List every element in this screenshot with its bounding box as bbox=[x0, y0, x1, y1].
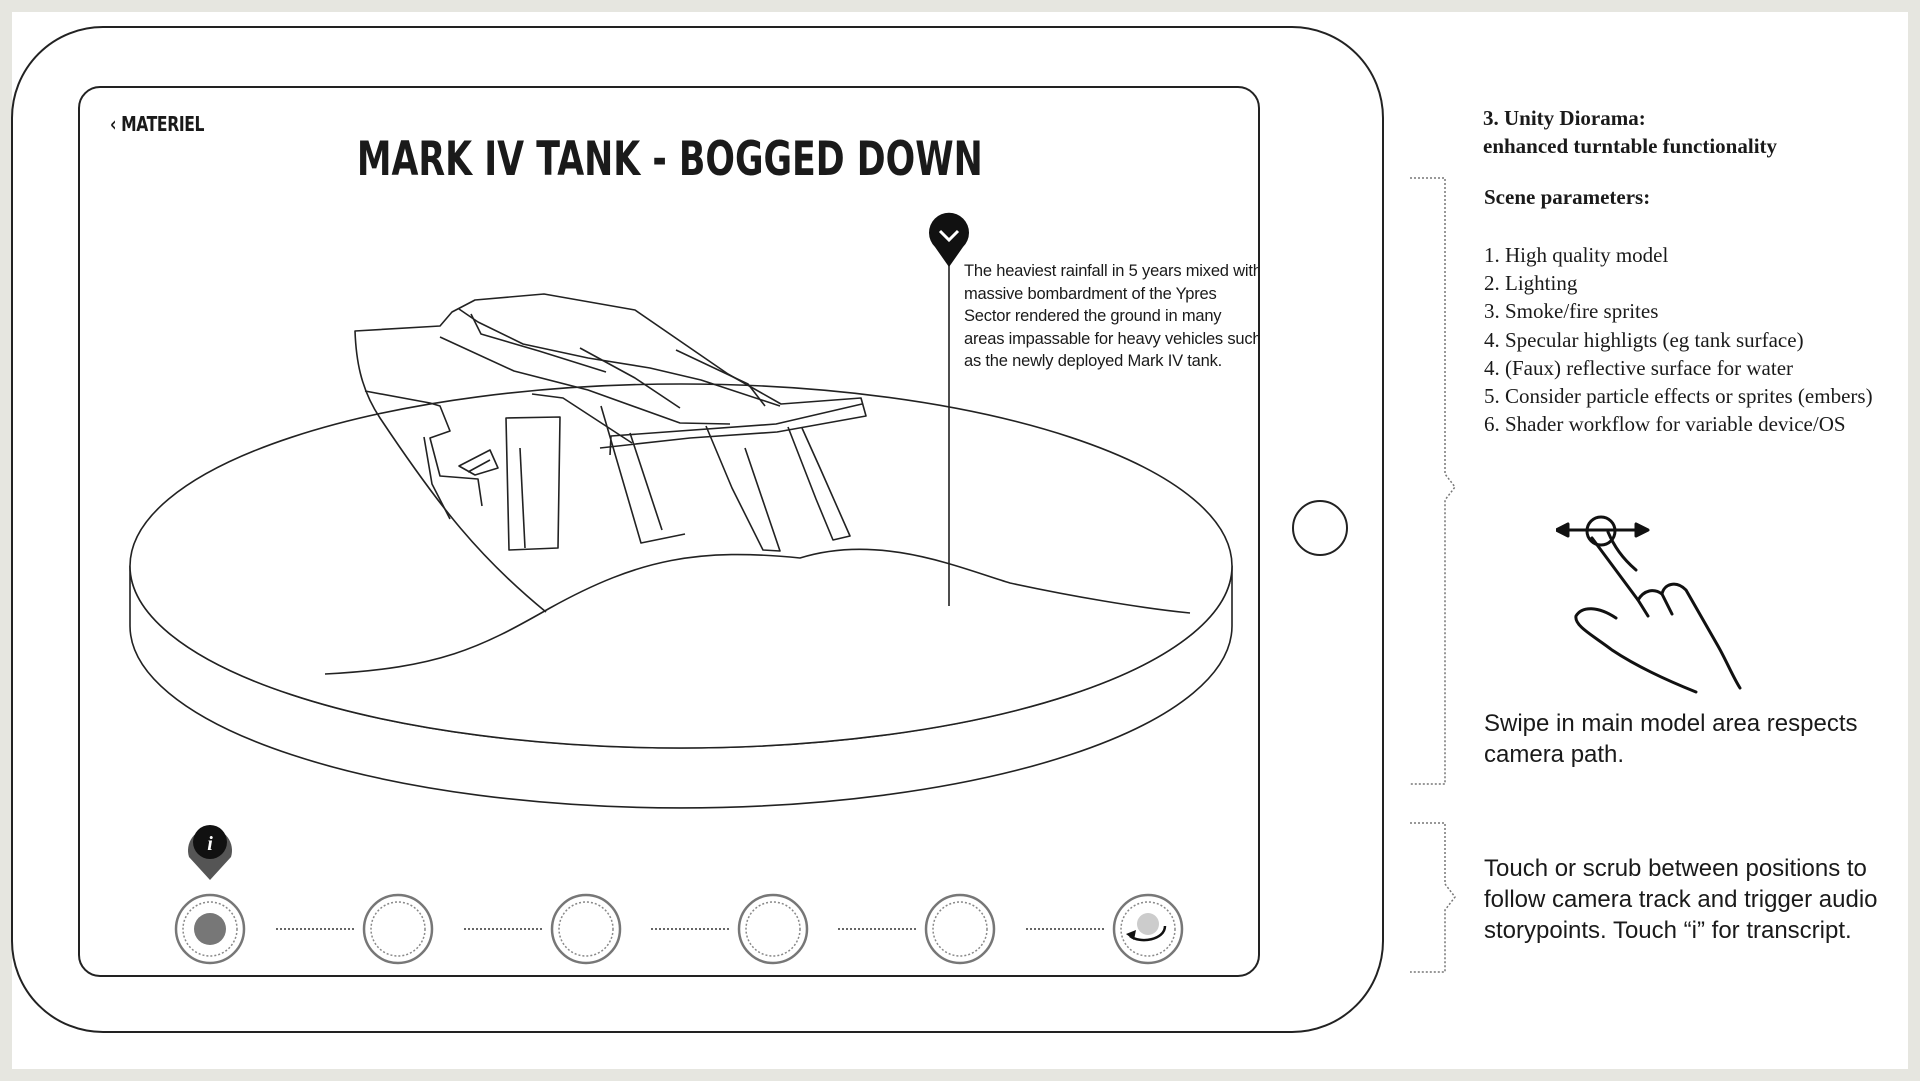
list-item: 4. Specular highligts (eg tank surface) bbox=[1484, 327, 1804, 352]
turntable-top bbox=[129, 383, 1233, 749]
timeline-position-1[interactable] bbox=[174, 893, 246, 965]
back-link-materiel[interactable]: ‹ MATERIEL bbox=[110, 112, 205, 136]
timeline-position-3[interactable] bbox=[550, 893, 622, 965]
page-title: MARK IV TANK - BOGGED DOWN bbox=[356, 132, 983, 187]
list-item: 1. High quality model bbox=[1484, 243, 1669, 267]
chevron-down-icon bbox=[938, 229, 960, 243]
touch-note: Touch or scrub between positions to foll… bbox=[1484, 855, 1878, 944]
tank-hull bbox=[354, 293, 867, 613]
mud-ridge bbox=[324, 548, 1191, 675]
list-item: 4. (Faux) reflective surface for water bbox=[1484, 355, 1794, 380]
info-icon: i bbox=[207, 833, 213, 855]
scene-parameters-title: Scene parameters: bbox=[1484, 185, 1651, 209]
tank-diorama-model[interactable] bbox=[80, 88, 1260, 977]
annotation-heading: 3. Unity Diorama: enhanced turntable fun… bbox=[1483, 104, 1777, 160]
annotation-heading-line-1: 3. Unity Diorama: bbox=[1483, 106, 1646, 130]
info-pin[interactable]: i bbox=[188, 825, 232, 880]
camera-position-timeline: i bbox=[174, 825, 1184, 965]
timeline-position-6-rotate[interactable] bbox=[1112, 893, 1184, 965]
list-item: 6. Shader workflow for variable device/O… bbox=[1484, 412, 1846, 437]
tablet-frame bbox=[11, 26, 1384, 1033]
hotspot-description: The heaviest rainfall in 5 years mixed w… bbox=[964, 262, 1260, 370]
scene-parameters-list: 1. High quality model 2. Lighting 3. Smo… bbox=[1484, 241, 1873, 438]
list-item: 5. Consider particle effects or sprites … bbox=[1484, 384, 1873, 409]
rotate-icon bbox=[1126, 913, 1167, 942]
list-item: 2. Lighting bbox=[1484, 271, 1578, 296]
swipe-hand-icon bbox=[1556, 515, 1742, 694]
app-screen: ‹ MATERIEL MARK IV TANK - BOGGED DOWN bbox=[78, 86, 1260, 977]
timeline-position-5[interactable] bbox=[924, 893, 996, 965]
home-button[interactable] bbox=[1292, 500, 1348, 556]
swipe-note: Swipe in main model area respects camera… bbox=[1484, 710, 1858, 768]
annotation-heading-line-2: enhanced turntable functionality bbox=[1483, 134, 1778, 158]
timeline-position-2[interactable] bbox=[362, 893, 434, 965]
hotspot-pin[interactable] bbox=[926, 210, 972, 270]
timeline-position-4[interactable] bbox=[737, 893, 809, 965]
list-item: 3. Smoke/fire sprites bbox=[1484, 299, 1659, 324]
